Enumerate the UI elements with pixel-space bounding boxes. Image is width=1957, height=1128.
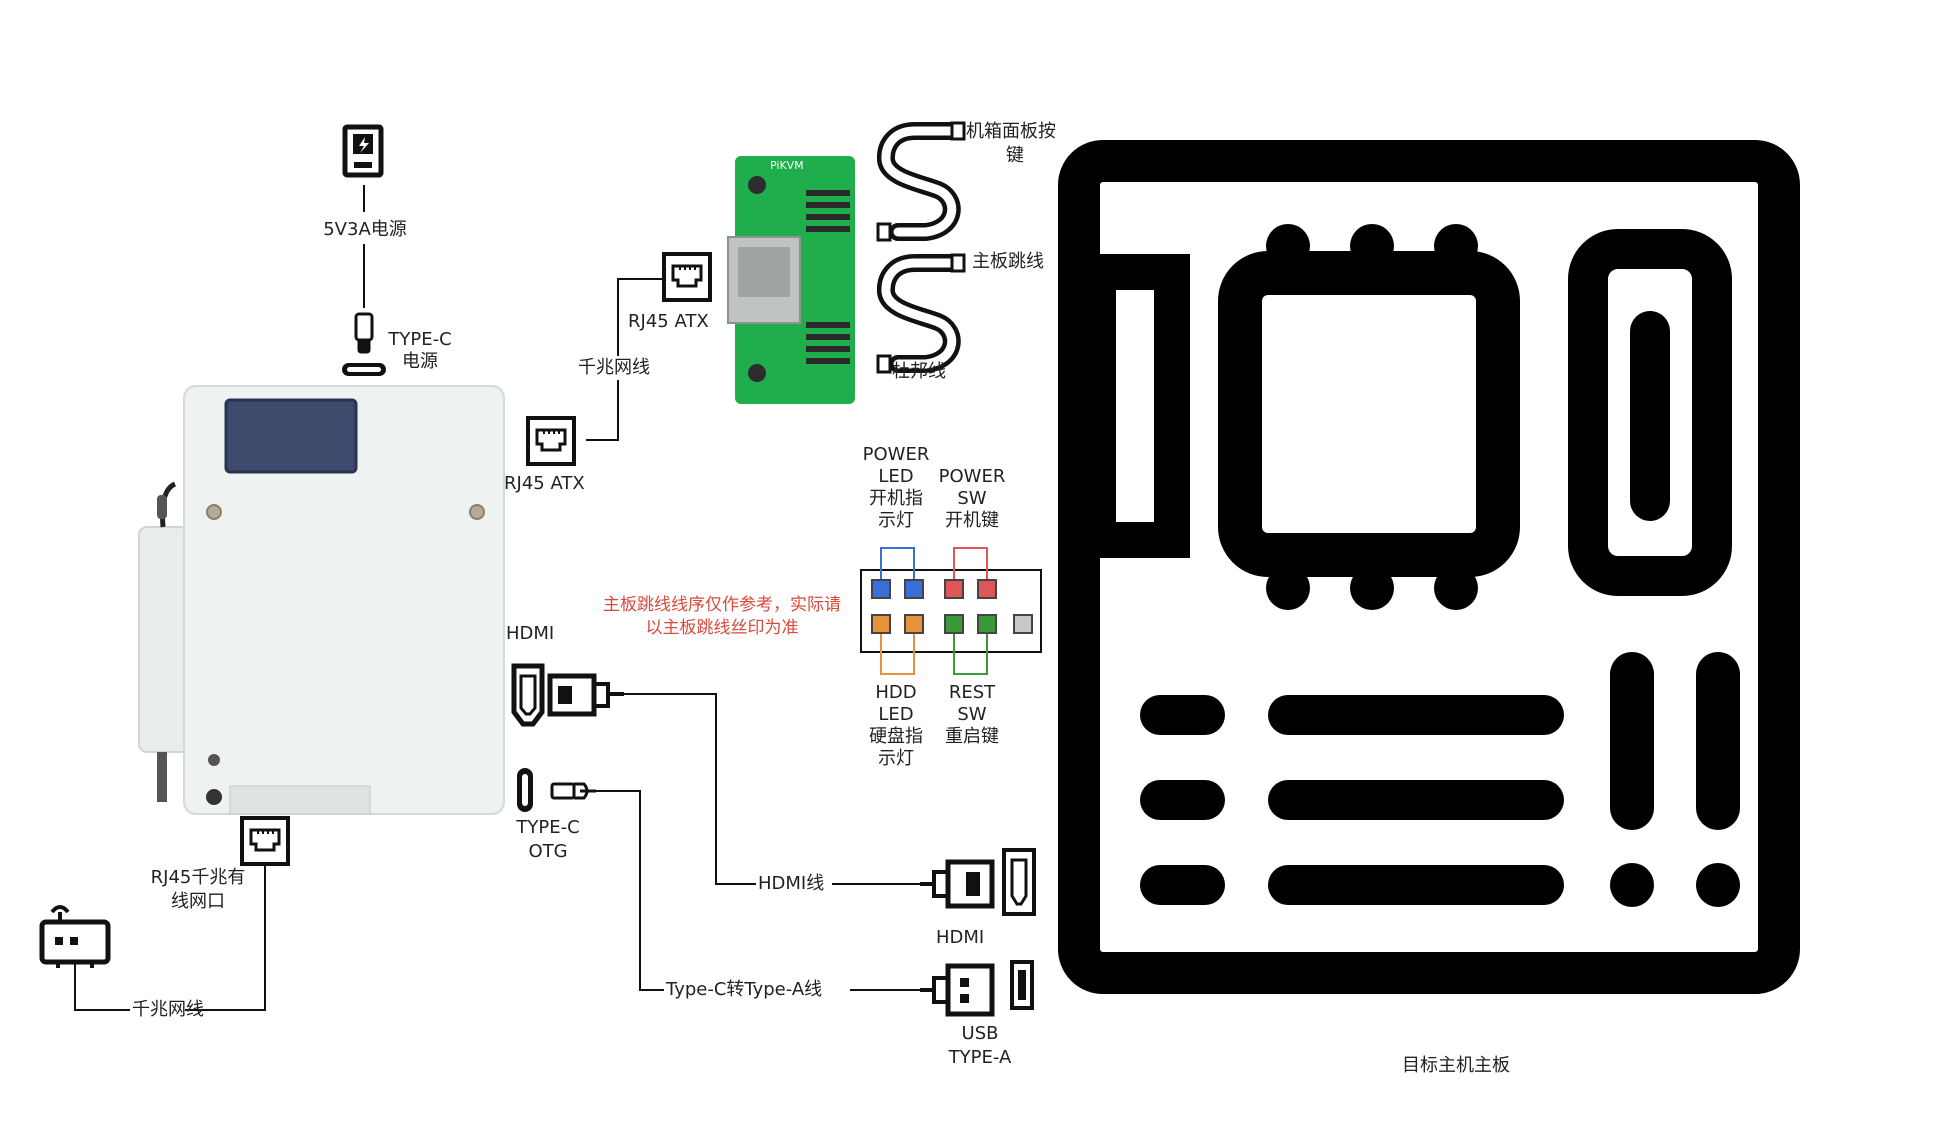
typec-power-label-line2: 电源	[380, 351, 460, 373]
power-sw-line3: 开机键	[932, 510, 1012, 532]
mb-jumper-label: 主板跳线	[972, 250, 1044, 274]
usb-port-icon	[1012, 962, 1032, 1008]
jumper-note-line2: 以主板跳线丝印为准	[582, 617, 862, 640]
hdd-led-line1: HDD	[858, 682, 934, 704]
pin-orange-2	[905, 615, 923, 633]
hdmi-line-a	[624, 694, 756, 884]
typec-to-typea-label: Type-C转Type-A线	[666, 978, 822, 1002]
rj45-atx-left-label: RJ45 ATX	[504, 472, 585, 496]
pin-gray	[1014, 615, 1032, 633]
typec-otg-port-icon	[517, 768, 533, 812]
router-icon	[42, 907, 108, 968]
typec-otg-plug-icon	[552, 784, 596, 798]
power-sw-label: POWER SW 开机键	[932, 466, 1012, 532]
usb-target-line2: TYPE-A	[930, 1046, 1030, 1070]
power-sw-line1: POWER	[932, 466, 1012, 488]
pin-green-1	[945, 615, 963, 633]
case-buttons-label-line1: 机箱面板按	[966, 120, 1056, 144]
typec-otg-label: TYPE-C OTG	[508, 816, 588, 864]
pin-red-1	[945, 580, 963, 598]
dupont-label: 杜邦线	[892, 360, 946, 384]
gigabit-line-left	[75, 962, 130, 1010]
dupont-cable-icon-top	[878, 123, 964, 240]
kvm-device-icon	[139, 386, 504, 814]
mb-left-slot	[1098, 272, 1172, 540]
dupont-cable-icon-bottom	[878, 255, 964, 372]
hdd-led-line3: 硬盘指	[858, 726, 934, 748]
reset-sw-line2: SW	[932, 704, 1012, 726]
usb-plug-icon	[920, 966, 992, 1014]
gigabit-cable-bottom-label: 千兆网线	[132, 998, 204, 1022]
mb-cpu-socket	[1240, 273, 1498, 555]
motherboard-icon	[1079, 161, 1779, 973]
reset-sw-label: REST SW 重启键	[932, 682, 1012, 748]
mb-expansion-slots	[1140, 652, 1740, 907]
hdmi-port-label: HDMI	[506, 622, 554, 646]
hdd-led-line2: LED	[858, 704, 934, 726]
power-led-line1: POWER	[858, 444, 934, 466]
rj45-port-icon-bottom	[242, 818, 288, 864]
power-led-label: POWER LED 开机指 示灯	[858, 444, 934, 532]
case-buttons-label-line2: 键	[966, 144, 1056, 168]
power-led-line2: LED	[858, 466, 934, 488]
pin-blue-1	[872, 580, 890, 598]
reset-sw-line1: REST	[932, 682, 1012, 704]
hdd-led-line4: 示灯	[858, 748, 934, 770]
otg-line-a	[596, 791, 664, 990]
jumper-note: 主板跳线线序仅作参考，实际请 以主板跳线丝印为准	[582, 594, 862, 640]
hdmi-plug-icon	[550, 676, 624, 714]
hdd-led-label: HDD LED 硬盘指 示灯	[858, 682, 934, 770]
rj45-gigabit-line2: 线网口	[138, 890, 258, 914]
power-sw-line2: SW	[932, 488, 1012, 510]
usb-target-label: USB TYPE-A	[930, 1022, 1030, 1070]
typec-power-label: TYPE-C 电源	[380, 329, 460, 373]
power-led-line4: 示灯	[858, 510, 934, 532]
pin-orange-1	[872, 615, 890, 633]
usb-target-line1: USB	[930, 1022, 1030, 1046]
hdmi-target-plug-icon	[920, 862, 992, 906]
reset-sw-line3: 重启键	[932, 726, 1012, 748]
pin-header-icon	[861, 548, 1041, 674]
pin-green-2	[978, 615, 996, 633]
typec-otg-line1: TYPE-C	[508, 816, 588, 840]
pikvm-logo: PiKVM	[770, 159, 804, 172]
power-supply-icon	[345, 127, 381, 175]
rj45-atx-top-label: RJ45 ATX	[628, 310, 709, 334]
power-supply-label: 5V3A电源	[310, 218, 420, 242]
rj45-gigabit-line1: RJ45千兆有	[138, 866, 258, 890]
hdmi-target-label: HDMI	[936, 926, 984, 950]
hdmi-port-icon	[514, 666, 542, 724]
gigabit-cable-top-label: 千兆网线	[578, 356, 650, 380]
hdmi-cable-label: HDMI线	[758, 872, 824, 896]
power-led-line3: 开机指	[858, 488, 934, 510]
typec-otg-line2: OTG	[508, 840, 588, 864]
pin-blue-2	[905, 580, 923, 598]
pin-red-2	[978, 580, 996, 598]
case-buttons-label: 机箱面板按 键	[966, 120, 1056, 168]
hdmi-target-port-icon	[1004, 850, 1034, 914]
rj45-gigabit-label: RJ45千兆有 线网口	[138, 866, 258, 914]
typec-power-label-line1: TYPE-C	[380, 329, 460, 351]
typec-plug-icon	[356, 314, 372, 352]
rj45-port-icon-left	[528, 418, 574, 464]
motherboard-label: 目标主机主板	[1402, 1054, 1510, 1078]
atx-board-icon: PiKVM	[728, 156, 855, 404]
jumper-note-line1: 主板跳线线序仅作参考，实际请	[582, 594, 862, 617]
rj45-port-icon-top	[664, 254, 710, 300]
